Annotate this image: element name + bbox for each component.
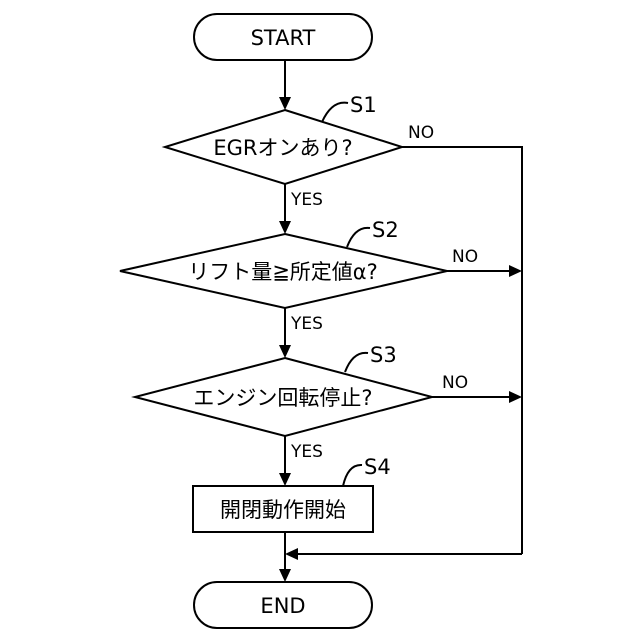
arrowhead-s2-no [509,265,522,277]
connector-s1-no [402,147,522,554]
end-label: END [260,594,305,618]
step-tag-s2: S2 [372,218,399,242]
decision-s3-text: エンジン回転停止? [193,386,372,410]
arrowhead-s4 [279,473,291,486]
arrowhead-s3-no [509,391,522,403]
step-tag-s4: S4 [364,455,391,479]
yes-label-s3: YES [290,442,323,462]
no-label-s1: NO [408,123,434,143]
arrowhead-s2 [279,221,291,234]
decision-s2-text: リフト量≧所定値α? [188,260,378,284]
no-label-s3: NO [442,373,468,393]
step-tag-s3: S3 [370,343,397,367]
decision-s1-text: EGRオンあり? [213,136,352,160]
step-tag-s1: S1 [350,93,377,117]
start-label: START [251,26,316,50]
arrowhead-end [279,569,291,582]
step-tag-curve-s4 [343,465,362,486]
arrowhead-s3 [279,345,291,358]
yes-label-s1: YES [290,190,323,210]
step-tag-curve-s1 [322,103,348,122]
yes-label-s2: YES [290,314,323,334]
no-label-s2: NO [452,247,478,267]
arrowhead-s1 [279,97,291,110]
step-tag-curve-s2 [347,228,370,247]
arrowhead-merge [285,548,298,560]
step-tag-curve-s3 [345,353,368,372]
process-s4-text: 開閉動作開始 [220,498,346,522]
